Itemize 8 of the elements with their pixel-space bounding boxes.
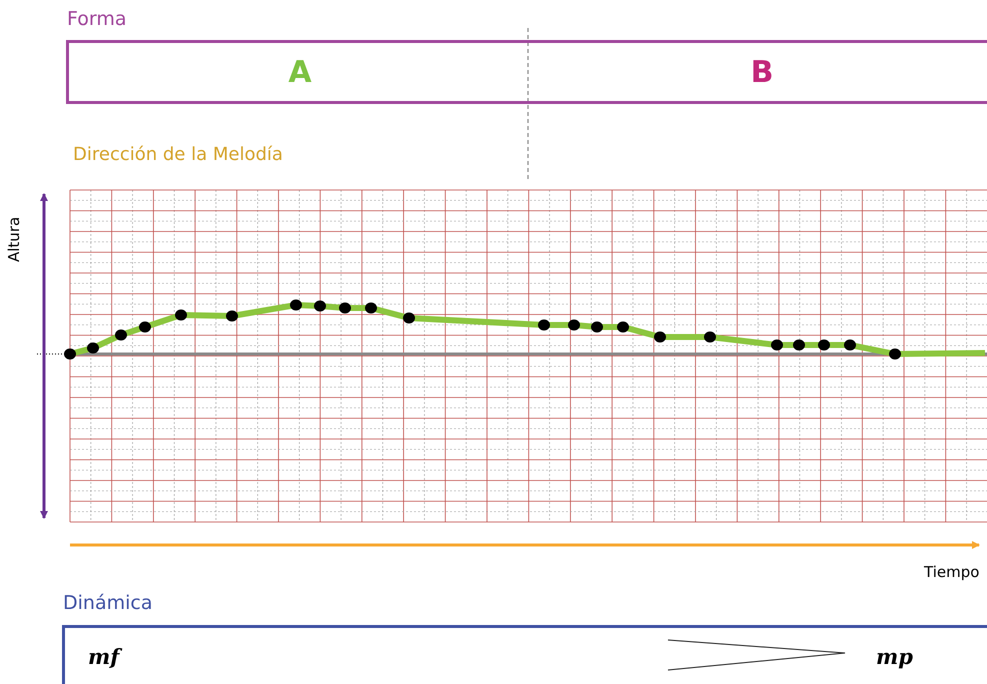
section-letter: A <box>288 54 312 90</box>
axis-label: Altura <box>5 216 23 262</box>
section-heading: Dinámica <box>63 592 152 614</box>
dynamic-marking: mp <box>876 644 913 669</box>
chart-title: Dirección de la Melodía <box>73 144 283 165</box>
section-letter: B <box>750 54 774 90</box>
axis-label: Tiempo <box>924 563 980 581</box>
section-heading: Forma <box>67 8 127 30</box>
